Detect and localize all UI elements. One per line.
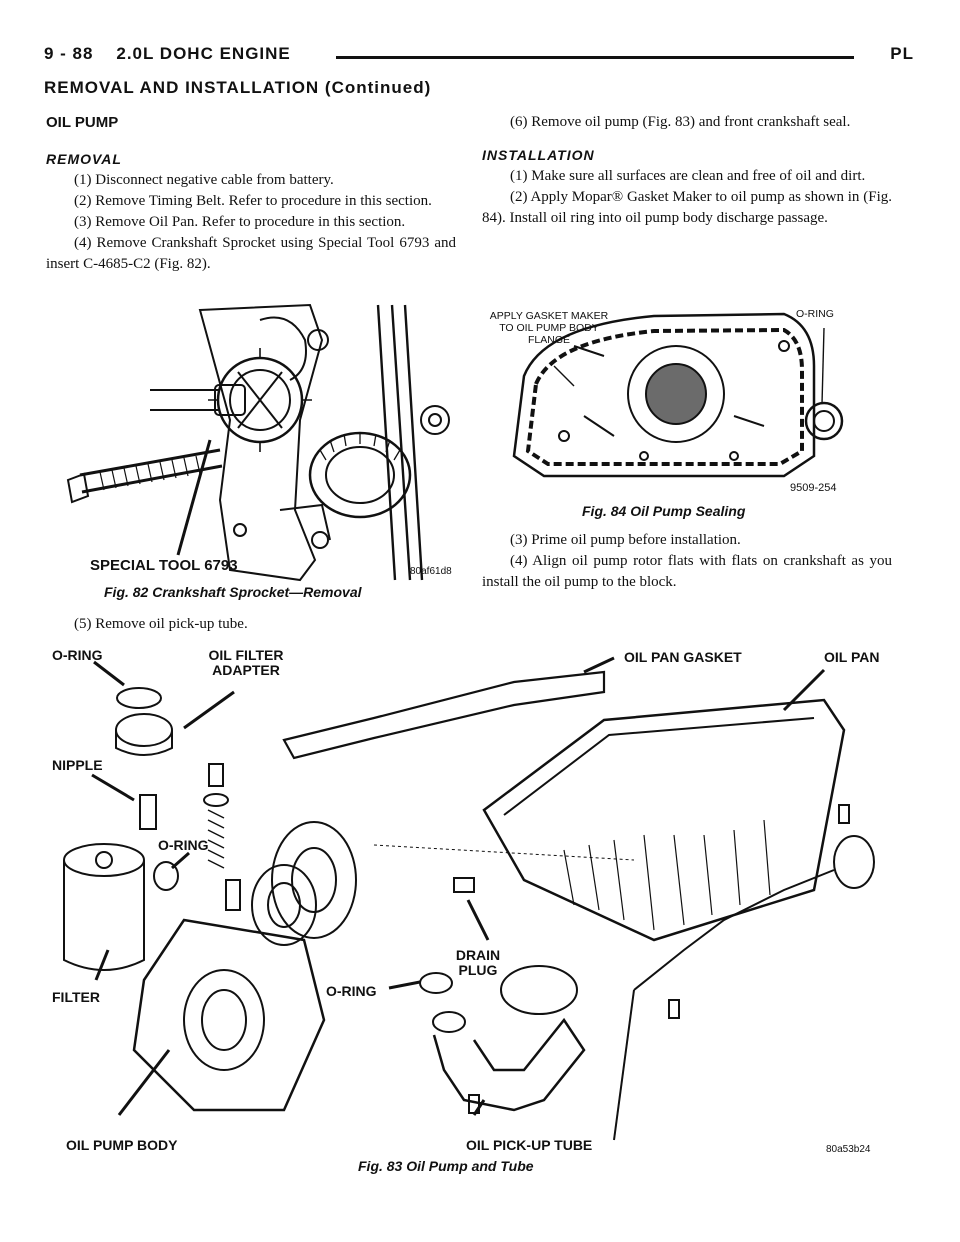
left-column: OIL PUMP REMOVAL (1) Disconnect negative… [46, 112, 456, 275]
install-step: (4) Align oil pump rotor flats with flat… [482, 553, 892, 590]
removal-step: (2) Remove Timing Belt. Refer to procedu… [74, 193, 432, 209]
removal-heading: REMOVAL [46, 151, 122, 167]
fig84-caption: Fig. 84 Oil Pump Sealing [582, 503, 746, 519]
crankshaft-sprocket-drawing [66, 303, 450, 582]
fig84-code: 9509-254 [790, 482, 837, 494]
removal-step: (3) Remove Oil Pan. Refer to procedure i… [74, 214, 406, 230]
removal-step-6: (6) Remove oil pump (Fig. 83) and front … [510, 114, 851, 130]
fig82-caption: Fig. 82 Crankshaft Sprocket—Removal [104, 584, 362, 600]
oil-pan-gasket-label: OIL PAN GASKET [624, 649, 742, 665]
oring-mid-label: O-RING [158, 837, 209, 853]
oil-pump-heading: OIL PUMP [46, 114, 119, 131]
fig84-oring-label: O-RING [796, 308, 834, 320]
fig84-illustration: APPLY GASKET MAKER TO OIL PUMP BODY FLAN… [484, 306, 884, 502]
special-tool-label: SPECIAL TOOL 6793 [90, 557, 238, 574]
drain-plug-label: DRAIN PLUG [455, 947, 501, 978]
removal-step: (4) Remove Crankshaft Sprocket using Spe… [46, 235, 456, 272]
right-column: (6) Remove oil pump (Fig. 83) and front … [482, 112, 892, 229]
fig83-code: 80a53b24 [826, 1144, 871, 1155]
oil-pickup-tube-label: OIL PICK-UP TUBE [466, 1137, 593, 1153]
install-step: (1) Make sure all surfaces are clean and… [510, 168, 866, 184]
fig83-illustration: O-RING OIL FILTER ADAPTER OIL PAN GASKET… [44, 640, 914, 1160]
header-rule [336, 56, 854, 59]
oring-low-label: O-RING [326, 983, 377, 999]
oring-top-label: O-RING [52, 647, 103, 663]
install-step: (2) Apply Mopar® Gasket Maker to oil pum… [482, 189, 892, 226]
gasket-maker-label: APPLY GASKET MAKER TO OIL PUMP BODY FLAN… [489, 310, 609, 346]
oil-pump-and-tube-drawing [63, 656, 875, 1141]
oil-pump-sealing-drawing [512, 312, 844, 478]
installation-heading: INSTALLATION [482, 147, 595, 163]
oil-filter-adapter-label: OIL FILTER ADAPTER [208, 647, 284, 678]
oil-pump-body-label: OIL PUMP BODY [66, 1137, 178, 1153]
fig83-caption: Fig. 83 Oil Pump and Tube [358, 1158, 534, 1174]
removal-step-5: (5) Remove oil pick-up tube. [74, 616, 248, 632]
section-title: REMOVAL AND INSTALLATION (Continued) [44, 78, 432, 97]
fig82-code: 80af61d8 [410, 566, 452, 577]
nipple-label: NIPPLE [52, 757, 103, 773]
removal-step: (1) Disconnect negative cable from batte… [74, 172, 334, 188]
fig82-illustration: SPECIAL TOOL 6793 80af61d8 [60, 300, 460, 600]
page-number-chapter: 9 - 88 2.0L DOHC ENGINE [44, 44, 291, 63]
oil-pan-label: OIL PAN [824, 649, 880, 665]
install-step: (3) Prime oil pump before installation. [510, 532, 741, 548]
right-column-lower: (3) Prime oil pump before installation. … [482, 530, 892, 593]
filter-label: FILTER [52, 989, 100, 1005]
page-header: 9 - 88 2.0L DOHC ENGINE PL [44, 44, 914, 70]
model-code: PL [890, 44, 914, 63]
